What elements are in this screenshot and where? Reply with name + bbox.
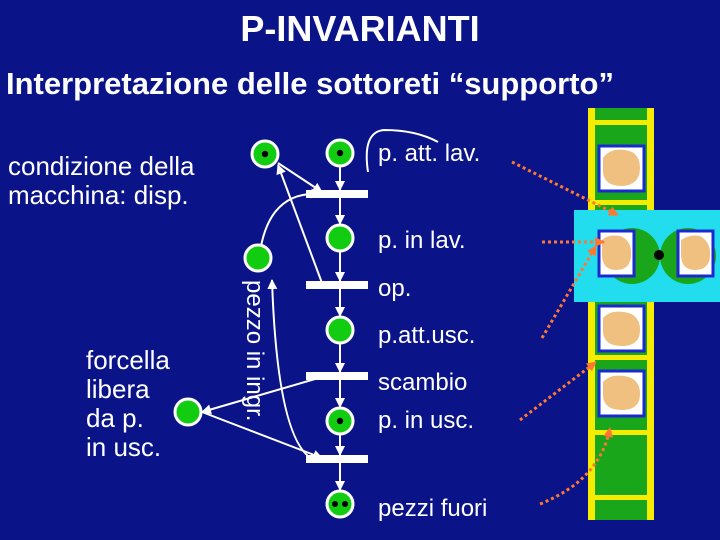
parts xyxy=(602,149,711,410)
token-p-att-lav xyxy=(336,149,344,157)
part-4 xyxy=(603,311,640,346)
conveyor-rail-left xyxy=(588,108,595,520)
label-condizione-line2: macchina: disp. xyxy=(8,180,189,210)
label-forcella-line4: in usc. xyxy=(86,432,162,462)
part-1 xyxy=(603,149,640,186)
token-disp xyxy=(261,150,269,158)
arc-t2-disp xyxy=(276,164,323,284)
arrow-in-usc xyxy=(519,360,597,422)
arc-return xyxy=(365,128,439,173)
petri-transitions xyxy=(306,190,368,463)
part-3 xyxy=(681,235,711,270)
label-forcella-line1: forcella xyxy=(86,345,170,375)
place-p-att-usc xyxy=(325,315,355,345)
part-2 xyxy=(602,235,632,270)
machine-token xyxy=(654,250,664,260)
transition-uscita xyxy=(306,455,368,463)
arc-t3-forcella xyxy=(201,376,323,415)
conveyor-rail-right xyxy=(647,108,654,520)
correspondence-arrows xyxy=(511,160,619,506)
label-condizione-line1: condizione della xyxy=(8,151,195,181)
label-forcella-line3: da p. xyxy=(86,403,144,433)
transition-fine-lav xyxy=(306,281,368,289)
token-pezzi-fuori-1 xyxy=(332,501,338,507)
petri-arcs xyxy=(201,128,439,491)
arrow-att-lav xyxy=(511,160,619,217)
place-forcella-libera xyxy=(173,397,203,427)
conveyor-illustration xyxy=(574,108,720,520)
label-forcella-libera: forcella libera da p. in usc. xyxy=(86,346,170,462)
part-5 xyxy=(603,375,640,410)
label-scambio: scambio xyxy=(378,369,467,396)
label-condizione-macchina: condizione della macchina: disp. xyxy=(8,152,194,210)
label-forcella-line2: libera xyxy=(86,374,150,404)
place-pezzo-in-ingr xyxy=(243,243,273,273)
place-p-in-lav xyxy=(325,223,355,253)
petri-places xyxy=(173,138,355,519)
label-p-in-usc: p. in usc. xyxy=(378,407,474,434)
label-p-att-usc: p.att.usc. xyxy=(378,322,475,349)
token-p-in-usc xyxy=(336,417,344,425)
token-pezzi-fuori-2 xyxy=(342,501,348,507)
slide-title: P-INVARIANTI xyxy=(240,8,480,49)
label-pezzi-fuori: pezzi fuori xyxy=(378,495,487,522)
place-labels: p. att. lav. p. in lav. op. p.att.usc. s… xyxy=(378,140,487,522)
arrow-pezzi-fuori xyxy=(539,427,614,506)
transition-inizio-lav xyxy=(306,190,368,198)
arc-disp-t1 xyxy=(277,162,323,193)
label-p-in-lav: p. in lav. xyxy=(378,227,466,254)
transition-scambio xyxy=(306,372,368,380)
place-pezzi-fuori xyxy=(325,489,355,519)
label-p-att-lav: p. att. lav. xyxy=(378,140,480,167)
arc-t4-pezzo xyxy=(267,279,323,463)
slide-subtitle: Interpretazione delle sottoreti “support… xyxy=(6,66,614,101)
label-op: op. xyxy=(378,275,411,302)
petri-tokens xyxy=(261,149,348,507)
